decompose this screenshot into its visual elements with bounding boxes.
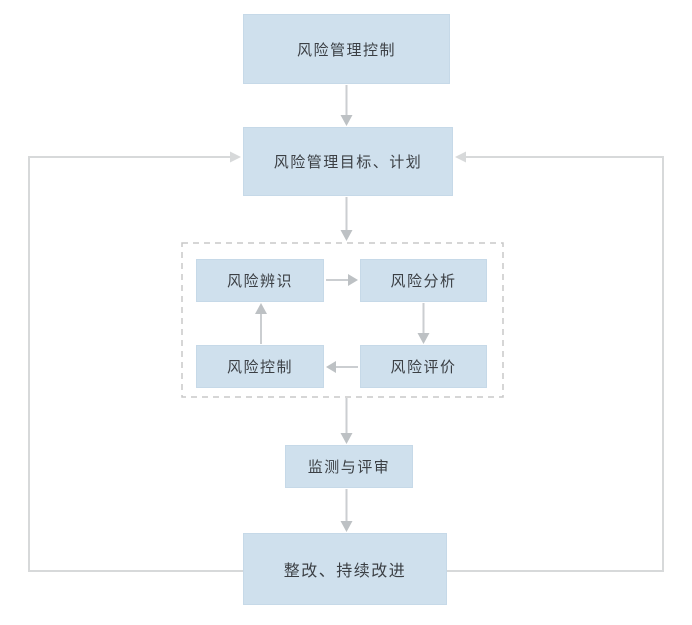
assessment-group-dashed-border (181, 242, 504, 398)
node-label: 风险控制 (226, 359, 293, 376)
arrow-identify-to-analyze (326, 274, 358, 286)
node-label: 风险评价 (390, 359, 457, 376)
node-risk-management-control: 风险管理控制 (243, 14, 450, 84)
arrow-evaluate-to-riskcontrol (326, 361, 358, 373)
node-label: 风险分析 (390, 273, 457, 290)
arrow-riskcontrol-to-identify (255, 303, 267, 344)
node-label: 风险管理目标、计划 (273, 154, 423, 171)
node-label: 风险辨识 (226, 273, 293, 290)
node-risk-control: 风险控制 (196, 345, 324, 388)
node-label: 风险管理控制 (296, 41, 396, 59)
node-rectify-continuous-improvement: 整改、持续改进 (243, 533, 447, 605)
node-label: 监测与评审 (307, 459, 391, 476)
node-monitoring-review: 监测与评审 (285, 445, 413, 488)
arrow-monitor-to-improve (340, 489, 353, 532)
node-label: 整改、持续改进 (283, 563, 407, 580)
arrow-assessment-to-monitor (340, 398, 353, 444)
node-risk-management-goals-plan: 风险管理目标、计划 (243, 127, 453, 196)
feedback-loop-right (447, 151, 664, 572)
feedback-loop-left (28, 151, 243, 572)
node-risk-identification: 风险辨识 (196, 259, 324, 302)
arrow-control-to-goals (340, 85, 353, 126)
arrow-goals-to-assessment (340, 197, 353, 241)
arrow-analyze-to-evaluate (417, 303, 430, 344)
node-risk-evaluation: 风险评价 (360, 345, 487, 388)
node-risk-analysis: 风险分析 (360, 259, 487, 302)
